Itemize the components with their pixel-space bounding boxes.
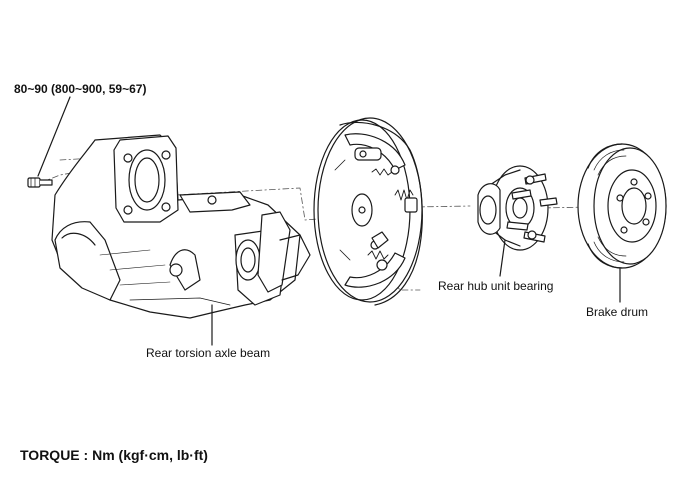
rear-torsion-axle-beam [51,134,311,319]
axle-beam-label: Rear torsion axle beam [146,346,271,360]
rear-hub-unit-bearing [477,165,558,251]
torque-leader-line [37,96,71,177]
brake-backing-plate [313,117,423,306]
torque-spec-label: 80~90 (800~900, 59~67) [14,82,147,96]
hub-bearing-label: Rear hub unit bearing [438,279,554,293]
brake-drum-label: Brake drum [586,305,649,319]
brake-drum [577,143,667,269]
hub-bearing-leader-line [499,239,506,277]
torque-units-caption: TORQUE : Nm (kgf·cm, lb·ft) [20,447,208,463]
mounting-bolt [27,177,53,188]
